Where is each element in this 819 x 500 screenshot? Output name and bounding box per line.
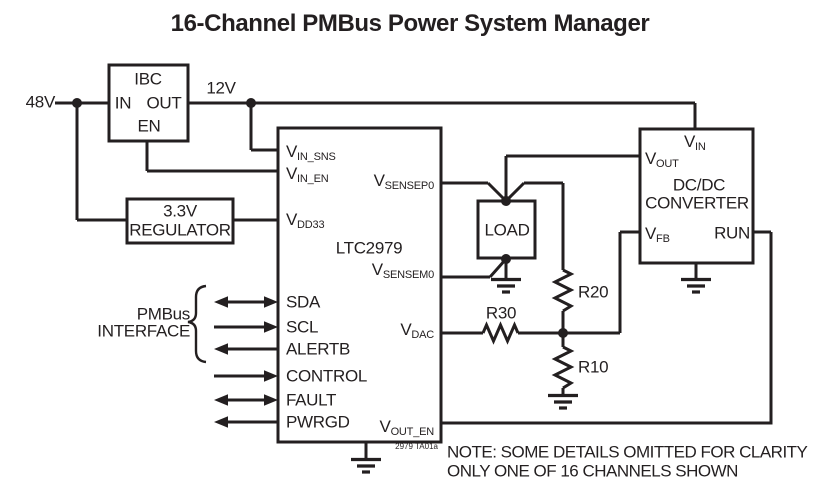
input-arrow-scl <box>214 321 278 333</box>
resistor-label-r20: R20 <box>578 282 609 302</box>
pin-label-vsensem0: VSENSEM0 <box>371 260 434 281</box>
pin-label-fault: FAULT <box>286 390 337 410</box>
dcdc-label-line2: CONVERTER <box>645 193 749 213</box>
pin-label-vout-en: VOUT_EN <box>379 417 435 438</box>
output-arrow-pwrgd <box>214 416 278 428</box>
output-arrow-alertb <box>214 343 278 355</box>
pin-label-alertb: ALERTB <box>286 339 351 359</box>
regulator-label-line2: REGULATOR <box>129 220 231 240</box>
ibc-pin-en: EN <box>137 116 161 136</box>
pin-label-vin-sns: VIN_SNS <box>286 142 336 163</box>
ground-symbol-chip <box>351 442 381 474</box>
pin-label-scl: SCL <box>286 317 319 337</box>
resistor-r10-symbol <box>551 345 575 390</box>
pin-label-dcdc-vin: VIN <box>684 132 706 153</box>
pin-label-dcdc-vfb: VFB <box>645 224 670 245</box>
load-label: LOAD <box>484 220 530 240</box>
regulator-box <box>125 197 235 245</box>
bidirectional-arrow-fault <box>214 394 278 406</box>
pin-label-control: CONTROL <box>286 366 368 386</box>
note-line1: NOTE: SOME DETAILS OMITTED FOR CLARITY <box>447 442 808 462</box>
ibc-title: IBC <box>134 69 162 89</box>
chip-name: LTC2979 <box>335 238 403 258</box>
rail-label-12v: 12V <box>206 78 236 98</box>
pin-label-pwrgd: PWRGD <box>286 412 350 432</box>
page-title: 16-Channel PMBus Power System Manager <box>170 10 650 37</box>
junction-dot-fb <box>558 328 568 338</box>
note-line2: ONLY ONE OF 16 CHANNELS SHOWN <box>447 461 738 481</box>
resistor-label-r30: R30 <box>485 303 517 323</box>
figure-credit: 2979 TA01a <box>395 442 438 451</box>
resistor-r20-symbol <box>551 268 575 313</box>
pin-label-vdac: VDAC <box>400 320 434 341</box>
ltc2979-chip-box <box>276 126 443 444</box>
junction-dot-load-top <box>501 196 511 206</box>
dcdc-label-line1: DC/DC <box>672 175 726 195</box>
bidirectional-arrow-sda <box>214 296 278 308</box>
load-box <box>476 199 537 260</box>
junction-dot-12v <box>246 98 256 108</box>
ground-symbol-dcdc <box>681 263 711 294</box>
pin-label-dcdc-vout: VOUT <box>645 149 679 170</box>
ibc-pin-in: IN <box>114 93 132 113</box>
ground-symbol-load <box>491 259 521 294</box>
pin-label-vin-en: VIN_EN <box>286 164 329 185</box>
resistor-label-r10: R10 <box>578 357 609 377</box>
input-arrow-control <box>214 370 278 382</box>
pin-label-vdd33: VDD33 <box>286 210 325 231</box>
pmbus-brace <box>187 284 207 364</box>
pin-label-dcdc-run: RUN <box>714 223 750 243</box>
junction-dot-48v <box>72 98 82 108</box>
resistor-r30-symbol <box>481 321 520 345</box>
pin-label-vsensep0: VSENSEP0 <box>373 171 435 192</box>
rail-label-48v: 48V <box>25 92 56 112</box>
pin-label-sda: SDA <box>286 292 321 312</box>
ground-symbol-r10 <box>548 393 578 410</box>
pmbus-label-line1: PMBus <box>136 304 191 324</box>
ibc-pin-out: OUT <box>146 93 182 113</box>
pmbus-label-line2: INTERFACE <box>97 321 190 341</box>
regulator-label-line1: 3.3V <box>163 201 197 221</box>
